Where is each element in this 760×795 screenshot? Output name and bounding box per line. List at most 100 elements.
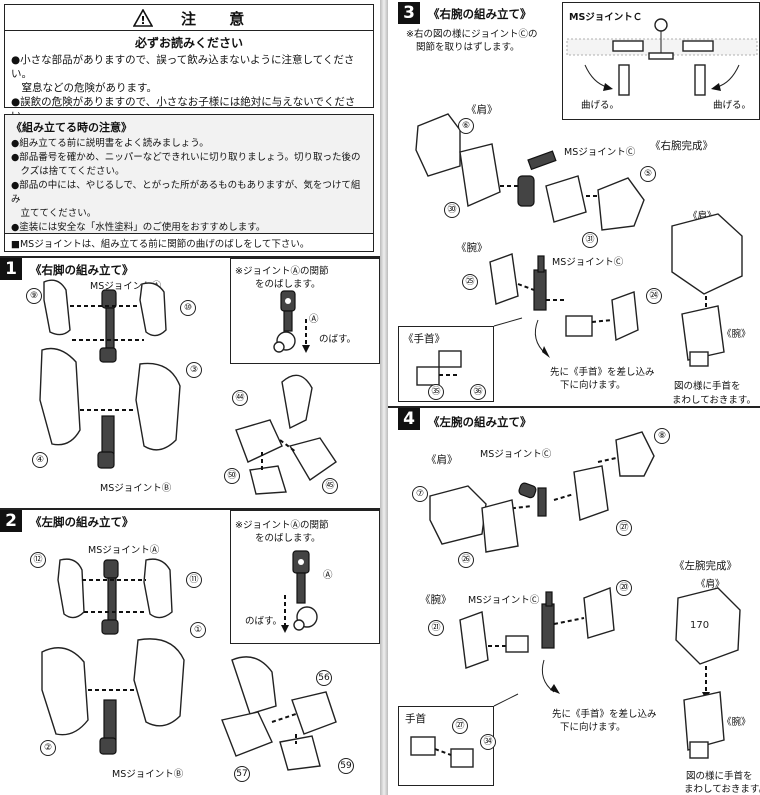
wrist-drawing [416,350,462,386]
step4-part-callout: ㉗ [452,718,468,734]
warning-triangle-icon: ! [133,9,153,27]
step1-note-line2: をのばします。 [255,279,321,290]
step1-joint-b-label: MSジョイントⒷ [100,483,172,494]
step2-note-a: Ⓐ [323,570,333,581]
step1-part-callout: ③ [186,362,202,378]
step1-number: 1 [0,258,22,280]
step3-part-callout: ㉟ [428,384,444,400]
warning-header: ! 注 意 [5,5,373,31]
step4-part-callout: ㉞ [480,734,496,750]
step1-note-a: Ⓐ [309,314,319,325]
step3-number: 3 [398,2,420,24]
step4-arm-label: 《腕》 [420,594,452,606]
step4-number: 4 [398,408,420,430]
notes-item: ●部品の中には、やじるしで、とがった所があるものもありますが、気をつけて組み [11,180,361,205]
notes-item: ●部品番号を確かめ、ニッパーなどできれいに切り取りましょう。切り取った後の [11,152,361,163]
step4-shoulder-label: 《肩》 [426,454,458,466]
step3-part-callout: ㉚ [444,202,460,218]
step4-hand-note2: 下に向けます。 [560,722,626,733]
svg-text:170: 170 [690,620,709,631]
right-page: 3 《右腕の組み立て》 ※右の図の様にジョイントⒸの 関節を取りはずします。 M… [388,0,760,795]
step2-part-callout: ② [40,740,56,756]
step4-drawing: 170 [429,431,741,759]
notes-footer: ■MSジョイントは、組み立てる前に関節の曲げのばしをして下さい。 [5,233,373,251]
step4-joint-c2-label: MSジョイントⒸ [468,595,540,606]
step1-joint-note: ※ジョイントⒶの関節 をのばします。 Ⓐ のばす。 [230,258,380,364]
warning-line: 窒息などの危険があります。 [11,82,157,94]
step2-part-callout: ① [190,622,206,638]
step1-part-callout: ㊹ [232,390,248,406]
bend-left-label: 曲げる。 [581,100,620,111]
step4-complete-arm: 《腕》 [722,717,751,728]
step4-rotate-note2: まわしておきます。 [684,784,760,795]
step2-joint-b-label: MSジョイントⒷ [112,769,184,780]
step3-note-line1: ※右の図の様にジョイントⒸの [406,29,538,40]
notes-item: ●組み立てる前に説明書をよく読みましょう。 [11,138,209,149]
joint-c-drawing [566,18,758,96]
notes-item: クズは捨ててください。 [11,166,125,177]
step1-part-callout: ㊿ [224,468,240,484]
step3-note-line2: 関節を取りはずします。 [416,42,520,53]
step4-part-callout: ㉖ [458,552,474,568]
step3-hand-note2: 下に向けます。 [560,380,626,391]
step3-joint-c2-label: MSジョイントⒸ [552,257,624,268]
step3-shoulder-label: 《肩》 [466,104,498,116]
step4-wrist-box: 手首 [398,706,494,786]
step3-drawing [415,113,743,367]
step1-rule [0,256,380,258]
joint-c-detail-title: MSジョイントＣ [569,12,643,23]
step3-complete-shoulder: 《肩》 [688,211,717,222]
step2-title: 《左脚の組み立て》 [30,515,134,529]
step3-title: 《右腕の組み立て》 [428,7,532,21]
step3-wrist-label: 《手首》 [403,333,445,345]
step2-drawing [41,558,337,771]
step4-wrist-label: 手首 [405,713,426,725]
left-page: ! 注 意 必ずお読みください ●小さな部品がありますので、誤って飲み込まないよ… [0,4,380,782]
step4-part-callout: ⑦ [412,486,428,502]
joint-a-drawing [281,550,318,633]
step4-joint-c-label: MSジョイントⒸ [480,449,552,460]
assembly-notes-box: 《組み立てる時の注意》 ●組み立てる前に説明書をよく読みましょう。 ●部品番号を… [4,114,374,252]
step4-complete-label: 《左腕完成》 [674,560,737,572]
step2-part-callout: 59 [338,758,354,774]
warning-subtitle: 必ずお読みください [134,36,243,50]
step3-joint-c-label: MSジョイントⒸ [564,147,636,158]
step1-part-callout: ⑨ [26,288,42,304]
step4-part-callout: ⑳ [616,580,632,596]
step3-part-callout: ㉕ [462,274,478,290]
step2-joint-note: ※ジョイントⒶの関節 をのばします。 Ⓐ のばす。 [230,510,380,644]
step2-rule [0,508,380,510]
step3-part-callout: ⑤ [640,166,656,182]
warning-box: ! 注 意 必ずお読みください ●小さな部品がありますので、誤って飲み込まないよ… [4,4,374,122]
wrist-drawing [410,736,474,768]
step2-number: 2 [0,510,22,532]
step3-complete-arm: 《腕》 [722,329,751,340]
notes-item: 立ててください。 [11,208,97,219]
step3-rotate-note2: まわしておきます。 [672,395,756,406]
book-spine [380,0,388,795]
svg-text:!: ! [140,14,145,27]
notes-item: ●塗装には安全な「水性塗料」のご使用をおすすめします。 [11,222,266,233]
step2-part-callout: ⑪ [186,572,202,588]
step3-part-callout: ㊱ [470,384,486,400]
step3-part-callout: ㉔ [646,288,662,304]
step1-drawing [39,279,337,495]
step1-part-callout: ㊺ [322,478,338,494]
bend-right-label: 曲げる。 [713,100,752,111]
step1-note-line1: ※ジョイントⒶの関節 [235,266,329,277]
step1-title: 《右脚の組み立て》 [30,263,134,277]
step2-part-callout: 56 [316,670,332,686]
step2-part-callout: 57 [234,766,250,782]
step3-hand-note1: 先に《手首》を差し込み [550,367,655,378]
notes-title: 《組み立てる時の注意》 [11,121,132,134]
step4-rotate-note1: 図の様に手首を [686,771,753,782]
step3-part-callout: ⑥ [458,118,474,134]
step4-complete-shoulder: 《肩》 [696,579,725,590]
joint-a-drawing [273,290,310,353]
step3-wrist-box: 《手首》 [398,326,494,402]
step3-complete-label: 《右腕完成》 [650,140,713,152]
step3-part-callout: ㉛ [582,232,598,248]
step4-part-callout: ⑧ [654,428,670,444]
step4-part-callout: ㉑ [428,620,444,636]
step2-part-callout: ⑫ [30,552,46,568]
